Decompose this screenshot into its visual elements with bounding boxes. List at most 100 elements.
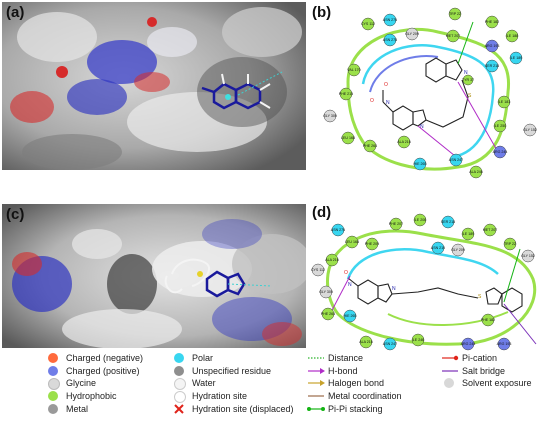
residue-label: ALA 216	[359, 340, 373, 344]
residue-label: CYS 112	[361, 22, 375, 26]
legend-item-charged-negative: Charged (negative)	[44, 352, 143, 365]
residue-label: HIE 265	[344, 314, 357, 318]
legend-label: Charged (positive)	[66, 365, 140, 376]
svg-text:S: S	[468, 93, 472, 99]
svg-text:N: N	[464, 70, 468, 76]
legend-label: Glycine	[66, 378, 97, 389]
residue-label: MET 207	[483, 228, 498, 232]
residue-label: ILE 250	[494, 124, 506, 128]
polar-swatch-icon	[170, 352, 192, 364]
legend-label: Hydration site	[192, 391, 248, 402]
residue-label: GLY 209	[451, 248, 465, 252]
interaction-diagram-b: O O N N S N	[323, 7, 537, 179]
residue-label: VAL 170	[347, 68, 360, 72]
residue-label: PHE 182	[481, 318, 495, 322]
residue-label: ILE 246	[412, 338, 424, 342]
legend-column-residue-types: Charged (negative) Charged (positive) Gl…	[44, 352, 143, 415]
residue-label: ASN 276	[331, 228, 345, 232]
residue-nodes-b	[323, 7, 537, 179]
svg-text:O: O	[344, 270, 348, 276]
legend-item-hydration-site-displaced: Hydration site (displaced)	[170, 402, 294, 415]
legend-item-hydration-site: Hydration site	[170, 390, 294, 404]
svg-text:N: N	[420, 124, 424, 130]
legend-item-polar: Polar	[170, 352, 294, 365]
legend-label: Unspecified residue	[192, 365, 272, 376]
residue-label: PHE 209	[365, 242, 379, 246]
solvent-exposure-swatch-icon	[440, 377, 462, 389]
panel-d-label: (d)	[312, 204, 332, 221]
legend-item-pi-cation: Pi-cation	[440, 352, 532, 365]
legend-label: Water	[192, 378, 216, 389]
residue-label: PHE 264	[321, 312, 335, 316]
arrow-icon	[306, 377, 328, 389]
residue-label: PHE 264	[363, 144, 377, 148]
residue-label: PHE 182	[485, 20, 499, 24]
panel-c-surface: (c)	[2, 204, 306, 348]
interaction-diagram-d: O N S N	[311, 213, 537, 351]
surface-image-c	[2, 204, 306, 348]
residue-label: LEU 168	[341, 136, 355, 140]
legend-item-pi-pi-stacking: Pi-Pi stacking	[306, 402, 402, 415]
residue-label: ASN 247	[449, 158, 463, 162]
legend-item-distance: Distance	[306, 352, 402, 365]
legend-label: Pi-Pi stacking	[328, 403, 383, 414]
residue-label: ILE 206	[414, 218, 426, 222]
panel-d-interaction-diagram: O N S N	[308, 194, 550, 354]
residue-label: MET 207	[446, 34, 461, 38]
residue-label: HIE 265	[414, 162, 427, 166]
dotted-line-icon	[306, 352, 328, 364]
panel-b-interaction-diagram: O O N N S N	[308, 2, 550, 192]
svg-text:N: N	[392, 286, 396, 292]
legend-label: Pi-cation	[462, 353, 498, 364]
legend-label: Hydration site (displaced)	[192, 403, 294, 414]
legend-item-unspecified-residue: Unspecified residue	[170, 365, 294, 378]
panel-b-label: (b)	[312, 4, 332, 21]
residue-label: GLY 209	[405, 32, 419, 36]
charged-positive-swatch-icon	[44, 365, 66, 377]
residue-label: ILE 189	[462, 232, 474, 236]
metal-swatch-icon	[44, 403, 66, 415]
residue-label: ARG 244	[461, 342, 476, 346]
svg-text:N: N	[348, 282, 352, 288]
svg-text:N: N	[386, 100, 390, 106]
legend-item-solvent-exposure: Solvent exposure	[440, 377, 532, 390]
legend-label: Salt bridge	[462, 365, 506, 376]
hydrophobic-swatch-icon	[44, 390, 66, 402]
legend-label: Metal	[66, 403, 89, 414]
legend-label: Hydrophobic	[66, 391, 117, 402]
residue-label: ILE 181	[498, 100, 510, 104]
residue-label: TRP 22	[449, 12, 461, 16]
residue-label: ASN 278	[383, 38, 397, 42]
legend-item-salt-bridge: Salt bridge	[440, 365, 532, 378]
legend-item-charged-positive: Charged (positive)	[44, 365, 143, 378]
glycine-swatch-icon	[44, 377, 66, 391]
ligand-sticks-c	[205, 270, 246, 298]
legend-label: Metal coordination	[328, 391, 402, 402]
legend-item-glycine: Glycine	[44, 377, 143, 391]
unspecified-residue-swatch-icon	[170, 365, 192, 377]
legend-label: Polar	[192, 353, 214, 364]
line-dot-icon	[440, 352, 462, 364]
legend-label: Solvent exposure	[462, 378, 532, 389]
svg-text:S: S	[478, 294, 482, 300]
residue-labels-d: ASN 276 PHE 207 ILE 206 SER 218 ILE 189 …	[311, 218, 535, 346]
residue-label: TRP 22	[504, 242, 516, 246]
water-swatch-icon	[170, 377, 192, 391]
residue-nodes-d	[311, 213, 535, 351]
legend-column-interactions-2: Pi-cation Salt bridge Solvent exposure	[440, 352, 532, 390]
panel-a-surface: (a)	[2, 2, 306, 170]
surface-image-a	[2, 2, 306, 170]
residue-label: ASN 210	[431, 246, 445, 250]
residue-label: LEU 168	[345, 240, 359, 244]
residue-label: GLY 300	[323, 114, 337, 118]
residue-label: ARG 193	[497, 342, 512, 346]
residue-label: ALA 216	[397, 140, 411, 144]
residue-label: ILE 188	[506, 34, 518, 38]
residue-label: SER 218	[441, 220, 455, 224]
residue-label: PHE 207	[389, 222, 403, 226]
residue-label: ASN 247	[383, 342, 397, 346]
svg-text:O: O	[384, 82, 388, 88]
line-icon	[306, 390, 328, 402]
line-icon	[440, 365, 462, 377]
residue-labels-b: CYS 112 ASN 276 ASN 278 TRP 22 PHE 182 I…	[323, 12, 537, 174]
